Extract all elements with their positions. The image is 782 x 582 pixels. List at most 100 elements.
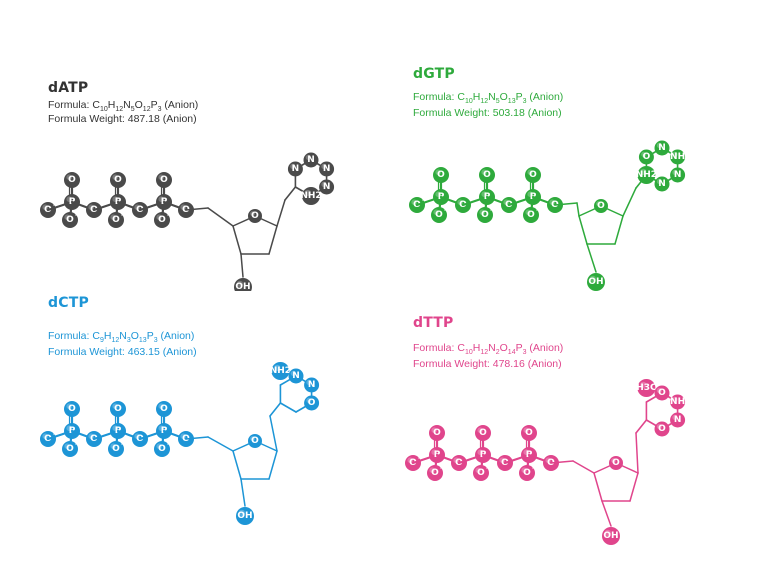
datp-base-atom-3: N (319, 179, 335, 195)
svg-text:-: - (422, 197, 425, 204)
svg-text:-: - (167, 441, 170, 448)
dctp-name: dCTP (48, 295, 89, 311)
svg-text:O: O (643, 152, 651, 162)
svg-text:O: O (437, 170, 445, 180)
svg-text:O: O (477, 468, 485, 478)
svg-text:O: O (160, 175, 168, 185)
svg-text:O: O (114, 404, 122, 414)
dgtp-base-atom-2: NH (670, 149, 685, 165)
svg-text:O: O (308, 398, 316, 408)
datp-weight: Formula Weight: 487.18 (Anion) (48, 113, 197, 125)
datp-phosphate-2-o-minus: O- (154, 212, 170, 228)
svg-text:-: - (440, 465, 443, 472)
datp-base-atom-2: N (319, 161, 335, 177)
dttp-panel: dTTP Formula: C10H12N2O14P3 (Anion) Form… (391, 291, 782, 582)
svg-text:NH: NH (670, 397, 685, 407)
dgtp-base-atom-0: O (638, 149, 654, 165)
svg-text:OH: OH (603, 531, 618, 541)
dgtp-phosphate-1-oxo: O (479, 167, 495, 183)
svg-text:N: N (658, 143, 666, 153)
datp-hydroxyl: OH (234, 278, 252, 291)
svg-text:O: O (68, 175, 76, 185)
dttp-phosphate-0-oxo: O (429, 425, 445, 441)
dgtp-base-atom-1: N (654, 140, 670, 156)
dctp-base-atom-0: NH2 (270, 362, 291, 380)
svg-text:-: - (53, 202, 56, 209)
svg-text:O: O (658, 388, 666, 398)
datp-base-atom-1: N (303, 152, 319, 168)
dttp-phosphate-2-oxo: O (521, 425, 537, 441)
dctp-base-atom-2: N (304, 377, 320, 393)
svg-text:O: O (431, 468, 439, 478)
datp-phosphate-2-oxo: O (156, 172, 172, 188)
dgtp-phosphate-1-o-minus: O- (477, 207, 493, 223)
dgtp-structure: O-OO-POOO-POOO-POOOHONNHNNNH2 (409, 140, 686, 291)
dgtp-phosphate-0-o-minus: O- (431, 207, 447, 223)
svg-text:-: - (121, 441, 124, 448)
dgtp-hydroxyl: OH (587, 273, 605, 291)
dgtp-base-atom-5: NH2 (636, 166, 657, 184)
svg-text:-: - (486, 465, 489, 472)
dctp-phosphate-2-oxo: O (156, 401, 172, 417)
dttp-base-atom-3: N (670, 412, 686, 428)
dttp-weight: Formula Weight: 478.16 (Anion) (413, 358, 562, 370)
svg-text:O: O (112, 444, 120, 454)
svg-text:-: - (75, 441, 78, 448)
svg-text:N: N (323, 164, 331, 174)
datp-formula: Formula: C10H12N5O12P3 (Anion) (48, 99, 199, 114)
dttp-name: dTTP (413, 315, 454, 331)
dctp-base-atom-3: O (304, 395, 320, 411)
datp-panel: dATP Formula: C10H12N5O12P3 (Anion) Form… (0, 0, 391, 291)
svg-text:N: N (292, 371, 300, 381)
dctp-phosphate-0-o-minus: O- (62, 441, 78, 457)
dctp-hydroxyl: OH (236, 507, 254, 525)
svg-text:N: N (674, 170, 682, 180)
dttp-base-atom-0: H3C (636, 379, 657, 397)
dgtp-base-atom-3: N (670, 167, 686, 183)
dgtp-sugar-ring-o: O (594, 199, 608, 213)
svg-text:O: O (527, 210, 535, 220)
svg-text:-: - (75, 212, 78, 219)
dctp-structure: O-OO-POOO-POOO-POOOHNH2NNO (40, 362, 320, 525)
dttp-structure: O-OO-POOO-POOO-POOOHH3CONHNO (405, 379, 686, 545)
svg-text:O: O (481, 210, 489, 220)
dttp-base-atom-4: O (654, 421, 670, 437)
dctp-phosphate-1-o-minus: O- (108, 441, 124, 457)
svg-text:NH2: NH2 (636, 170, 657, 180)
dctp-sugar-ring-o: O (248, 434, 262, 448)
dctp-base-atom-1: N (288, 368, 304, 384)
svg-text:N: N (674, 415, 682, 425)
dttp-hydroxyl: OH (602, 527, 620, 545)
svg-text:O: O (523, 468, 531, 478)
svg-text:N: N (307, 155, 315, 165)
svg-text:-: - (490, 207, 493, 214)
datp-phosphate-1-o-minus: O- (108, 212, 124, 228)
svg-text:O: O (612, 458, 620, 468)
svg-text:-: - (53, 431, 56, 438)
svg-text:O: O (112, 215, 120, 225)
svg-text:O: O (435, 210, 443, 220)
svg-text:H3C: H3C (636, 383, 657, 393)
dctp-panel: dCTP Formula: C9H12N3O13P3 (Anion) Formu… (0, 291, 391, 582)
svg-text:O: O (251, 211, 259, 221)
svg-text:O: O (66, 215, 74, 225)
datp-base-atom-4: NH2 (300, 187, 322, 205)
svg-text:O: O (251, 436, 259, 446)
svg-text:N: N (658, 179, 666, 189)
datp-phosphate-1-oxo: O (110, 172, 126, 188)
datp-phosphate-0-oxo: O (64, 172, 80, 188)
svg-text:-: - (444, 207, 447, 214)
svg-text:O: O (158, 215, 166, 225)
svg-text:O: O (597, 201, 605, 211)
dgtp-formula: Formula: C10H12N5O13P3 (Anion) (413, 91, 564, 106)
dttp-base-atom-1: O (654, 385, 670, 401)
svg-text:-: - (532, 465, 535, 472)
dgtp-phosphate-2-oxo: O (525, 167, 541, 183)
datp-phosphate-0-o-minus: O- (62, 212, 78, 228)
dttp-base-atom-2: NH (670, 394, 685, 410)
svg-text:N: N (292, 164, 300, 174)
svg-text:O: O (525, 428, 533, 438)
svg-text:NH: NH (670, 152, 685, 162)
svg-text:O: O (158, 444, 166, 454)
dgtp-panel: dGTP Formula: C10H12N5O13P3 (Anion) Form… (391, 0, 782, 291)
